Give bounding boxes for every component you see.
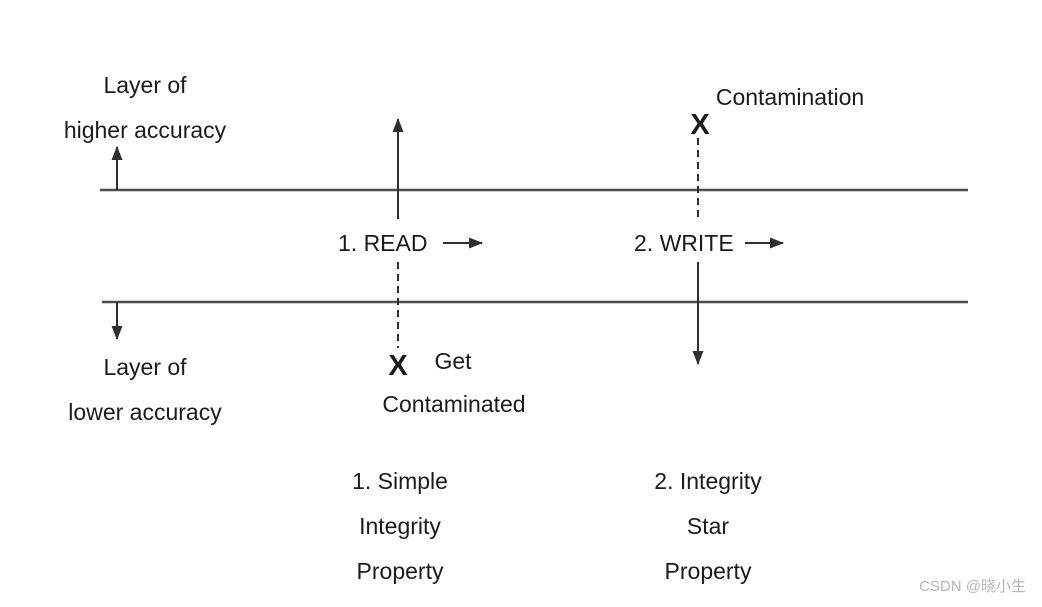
- integrity-star-property-label: 2. Integrity Star Property: [654, 459, 761, 594]
- upper-layer-label: Layer of higher accuracy: [64, 63, 226, 153]
- simple-integrity-line3: Property: [356, 558, 444, 584]
- lower-layer-label: Layer of lower accuracy: [68, 345, 221, 435]
- upper-layer-label-line2: higher accuracy: [63, 117, 227, 143]
- get-contaminated-x-mark: X: [388, 350, 408, 382]
- lower-layer-label-line2: lower accuracy: [68, 399, 222, 425]
- write-label: 2. WRITE: [634, 230, 734, 256]
- csdn-watermark: CSDN @晓小生: [919, 578, 1026, 595]
- integrity-star-line3: Property: [664, 558, 752, 584]
- contaminated-label: Contaminated: [382, 391, 526, 417]
- integrity-star-line1: 2. Integrity: [654, 468, 762, 494]
- simple-integrity-line1: 1. Simple: [352, 468, 448, 494]
- contamination-x-mark: X: [690, 109, 710, 141]
- simple-integrity-line2: Integrity: [359, 513, 441, 539]
- upper-layer-label-line1: Layer of: [103, 72, 187, 98]
- integrity-star-line2: Star: [686, 513, 730, 539]
- read-label: 1. READ: [338, 230, 428, 256]
- lower-layer-label-line1: Layer of: [103, 354, 187, 380]
- get-label: Get: [434, 348, 472, 374]
- contamination-label: Contamination: [715, 84, 865, 110]
- simple-integrity-property-label: 1. Simple Integrity Property: [352, 459, 448, 594]
